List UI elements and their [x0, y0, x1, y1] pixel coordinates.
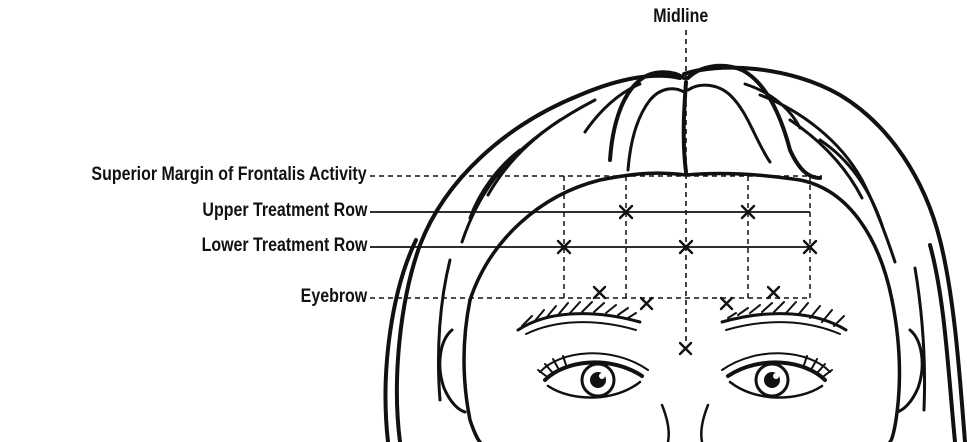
lower-treatment-row-label: Lower Treatment Row [201, 235, 367, 257]
midline-label: Midline [653, 6, 708, 28]
left-eyebrow [518, 302, 640, 334]
left-eye [538, 353, 648, 397]
eyebrow-label: Eyebrow [300, 286, 367, 308]
face-outline [464, 173, 899, 442]
nose-bridge [662, 405, 708, 442]
injection-point-brow-4 [768, 287, 779, 298]
right-eye [722, 353, 832, 397]
injection-point-brow-1 [594, 287, 605, 298]
right-eyebrow [722, 302, 846, 334]
superior-margin-label: Superior Margin of Frontalis Activity [92, 164, 367, 186]
upper-treatment-row-label: Upper Treatment Row [202, 200, 367, 222]
ear-details [440, 330, 922, 412]
injection-point-glabella [680, 343, 691, 354]
injection-point-brow-3 [721, 298, 732, 309]
injection-point-brow-2 [641, 298, 652, 309]
